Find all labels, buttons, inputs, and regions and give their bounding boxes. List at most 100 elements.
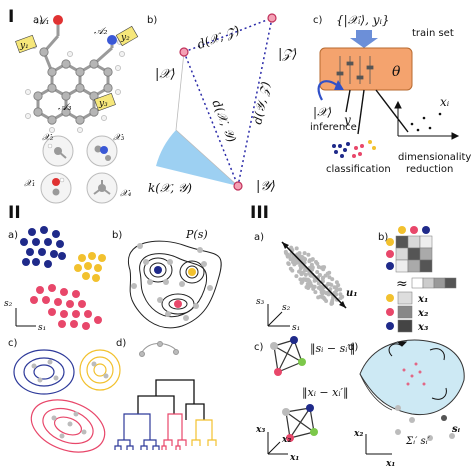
label-kernel: k(𝒳, 𝒴)	[148, 181, 192, 195]
axis-x2-III-c: x₂	[281, 435, 291, 445]
tag-y2: y₂	[115, 25, 139, 47]
matrix-row-pink	[386, 250, 394, 258]
env-label-X2: 𝒳₂	[42, 133, 54, 143]
axis-s1-III-a: s₁	[292, 323, 300, 333]
pca-point	[294, 274, 299, 279]
projection-row	[411, 277, 457, 289]
node-ld-navy	[306, 404, 314, 412]
panel-label-III-b: b)	[378, 232, 388, 243]
origin-ray-y	[175, 129, 239, 187]
pca-point	[305, 282, 310, 286]
env-label-X3: 𝒳₃	[113, 133, 125, 143]
panel-II-b: b) P(s)	[112, 228, 222, 329]
svg-text:y₁: y₁	[19, 41, 29, 51]
cluster-navy	[20, 226, 66, 268]
model-sliders	[336, 56, 374, 84]
axes-III-c	[267, 432, 288, 455]
pca-point	[321, 295, 326, 300]
dendrogram-pink	[161, 413, 187, 450]
pca-point	[322, 265, 327, 270]
pca-point	[332, 285, 337, 290]
pca-point	[325, 291, 330, 295]
panel-III-c: c) ‖sᵢ − sᵢ′‖ ‖xᵢ − xᵢ′‖ x₁ x₂ x₃	[254, 336, 355, 463]
node-hd-gray	[270, 342, 278, 350]
inference-label: inference	[310, 122, 357, 133]
panel-II-c: c)	[8, 338, 121, 453]
feature-x3: x₃	[417, 322, 429, 333]
panel-label-III-c: c)	[254, 342, 263, 353]
label-ket-z: |𝒵⟩	[278, 47, 297, 62]
node-hd-green	[298, 358, 306, 366]
pca-point	[313, 290, 318, 295]
arrow-to-class	[357, 89, 365, 135]
svg-text:y₃: y₃	[98, 99, 108, 109]
gmm-gold	[79, 349, 121, 391]
pca-point	[318, 284, 323, 289]
dendrogram-gold	[191, 419, 217, 446]
env-label-X4: 𝒳₄	[120, 189, 132, 199]
dimred-axes	[394, 100, 460, 140]
inference-arc	[317, 80, 339, 101]
pca-point	[303, 257, 308, 262]
pca-point	[302, 251, 307, 256]
label-ket-y: |𝒴⟩	[256, 179, 276, 194]
matrix-col-navy	[422, 226, 430, 234]
svg-text:y₂: y₂	[120, 33, 130, 43]
atom-label-A2: 𝒜₂	[94, 26, 107, 37]
model-box	[319, 47, 413, 91]
pca-point	[334, 280, 339, 285]
node-y	[233, 181, 243, 191]
dimred-label-line2: reduction	[406, 164, 453, 175]
approx-symbol: ≈	[396, 276, 408, 292]
matrix-row-navy	[386, 262, 394, 270]
kernel-matrix	[395, 235, 433, 273]
node-ld-pink	[286, 434, 294, 442]
train-set-label: train set	[412, 28, 454, 39]
matrix-col-gold	[398, 226, 406, 234]
label-d-xy: d(𝒳, 𝒴)	[209, 98, 239, 145]
axes-III-a	[267, 304, 290, 327]
mode-gold	[188, 268, 196, 276]
manifold-curves	[388, 341, 447, 400]
axis-s2-III-a: s₂	[282, 303, 291, 313]
pca-point	[307, 259, 312, 264]
molecule-atoms	[33, 47, 113, 125]
pca-point	[315, 270, 320, 274]
feature-x1: x₁	[417, 294, 428, 305]
axis-s1-II-a: s₁	[38, 323, 46, 333]
pca-point	[283, 249, 288, 254]
manifold-sum: Σᵢ′ sᵢ′	[405, 436, 431, 447]
dendrogram-navy	[114, 413, 160, 450]
axis-x2-III-d: x₂	[353, 429, 363, 439]
gmm-navy	[13, 349, 75, 395]
dimred-points	[410, 112, 442, 132]
inference-arrowhead	[334, 80, 344, 90]
panel-II-d: d)	[114, 338, 217, 450]
panel-label-II-a: a)	[8, 230, 18, 241]
classification-label: classification	[326, 164, 391, 175]
node-x	[179, 47, 189, 57]
cluster-gold	[74, 252, 106, 282]
dendrogram-top-grey	[139, 341, 179, 357]
pca-point	[297, 251, 302, 256]
section-label-I: I	[8, 7, 14, 27]
pca-point	[327, 282, 332, 287]
pca-point	[338, 287, 343, 292]
axis-x1-III-d: x₁	[385, 459, 395, 469]
focus-point	[441, 415, 447, 421]
tag-y3: y₃	[94, 92, 116, 112]
environment-x2	[42, 135, 74, 167]
panel-label-II-d: d)	[116, 338, 126, 349]
arrow-to-dimred	[375, 89, 409, 133]
panel-label-II-c: c)	[8, 338, 17, 349]
pca-point	[316, 265, 321, 269]
train-set-math: {|𝒳ᵢ⟩, yᵢ}	[336, 13, 390, 27]
pca-point	[321, 289, 326, 294]
density-points	[131, 243, 213, 321]
pca-point	[299, 271, 304, 276]
panel-III-b: b) ≈ x₁ x₂ x₃	[378, 226, 457, 333]
panel-II-a: a) s₁ s₂	[4, 226, 106, 333]
axis-s2-II-a: s₂	[4, 299, 13, 309]
origin-ray-x	[175, 51, 185, 131]
tag-y1: y₁	[15, 34, 37, 54]
